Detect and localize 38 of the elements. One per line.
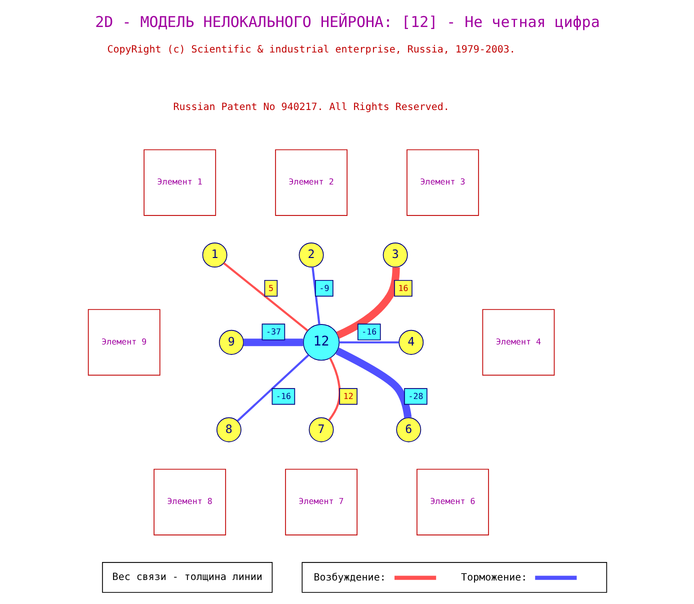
label: Вес связи - толщина линии xyxy=(112,572,262,583)
label: CopyRight (c) Scientific & industrial enterprise, Russia, 1979-2003. xyxy=(106,44,515,56)
node-circle: 2 xyxy=(298,242,324,268)
node-box: Элемент 9 xyxy=(87,309,160,376)
node-box: Элемент 2 xyxy=(274,149,347,216)
label: Russian Patent No 940217. All Rights Reserved. xyxy=(172,102,449,113)
node-circle: 3 xyxy=(382,242,408,268)
node-circle: 6 xyxy=(396,417,421,442)
node-circle: 8 xyxy=(216,417,241,442)
diagram-title: 2D - МОДЕЛЬ НЕЛОКАЛЬНОГО НЕЙРОНА: [12] - Не четная цифра xyxy=(94,12,600,31)
node-box: Элемент 1 xyxy=(143,149,216,216)
edge-label: 12 xyxy=(342,390,353,401)
connector xyxy=(338,341,398,344)
node-box: Элемент 4 xyxy=(482,309,554,376)
connector xyxy=(335,348,412,418)
node-box: Элемент 3 xyxy=(406,149,478,216)
legend-label: Возбуждение: xyxy=(313,572,386,584)
connector xyxy=(311,266,320,325)
connector xyxy=(243,338,303,346)
node-box: Элемент 7 xyxy=(284,468,357,536)
node-circle: 12 xyxy=(302,324,340,361)
edge-label: 5 xyxy=(268,282,273,293)
node-circle: 7 xyxy=(308,417,334,442)
connector xyxy=(222,262,308,332)
edge-label: -28 xyxy=(408,390,423,401)
node-box: Элемент 8 xyxy=(153,468,226,536)
edge-label: -37 xyxy=(265,326,280,336)
connector xyxy=(328,358,340,421)
edge-label: -16 xyxy=(275,390,290,401)
edge-label: -16 xyxy=(361,326,376,336)
node-circle: 4 xyxy=(398,330,424,355)
legend-label: Торможение: xyxy=(460,572,527,584)
node-circle: 1 xyxy=(202,242,227,268)
connector xyxy=(236,354,309,422)
edge-label: 16 xyxy=(398,282,408,293)
edge-label: -9 xyxy=(318,282,329,293)
node-circle: 9 xyxy=(218,330,244,355)
node-box: Элемент 6 xyxy=(416,468,488,536)
